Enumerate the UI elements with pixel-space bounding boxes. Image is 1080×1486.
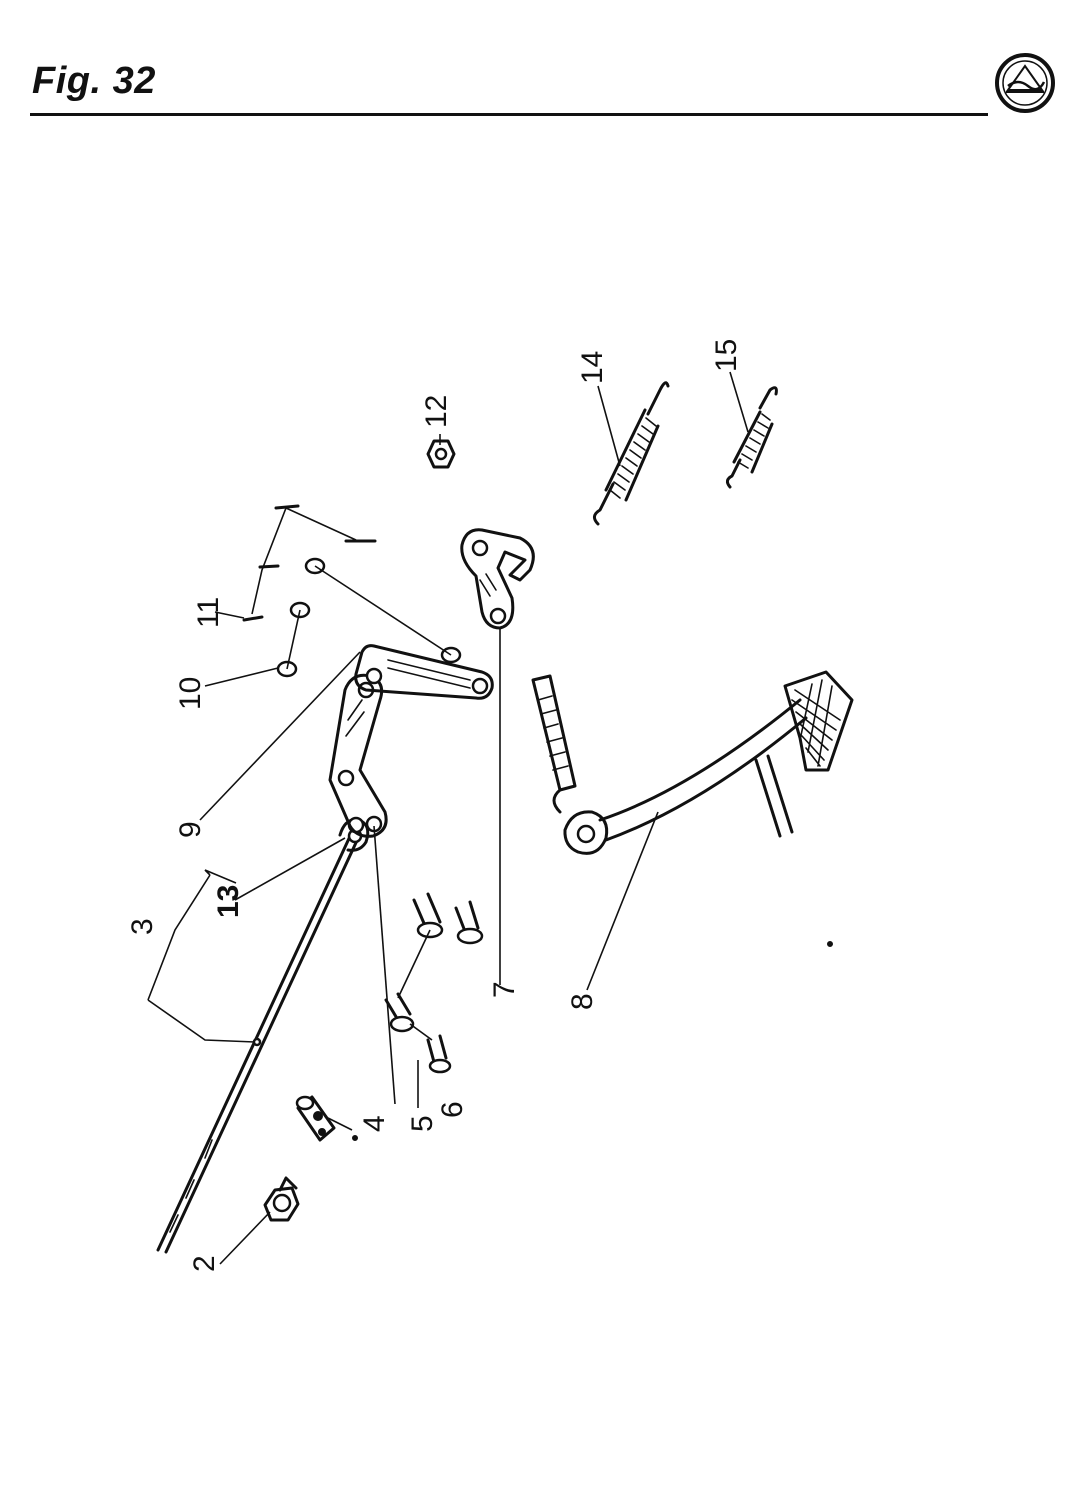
callout-5: 5 (406, 1115, 439, 1132)
callout-7: 7 (488, 981, 521, 998)
callout-11: 11 (192, 597, 225, 628)
callout-6: 6 (436, 1101, 469, 1118)
manufacturer-logo-icon (995, 53, 1055, 113)
figure-title: Fig. 32 (32, 60, 156, 102)
callout-10: 10 (174, 677, 207, 710)
callout-3: 3 (126, 918, 159, 935)
part-10-washers (276, 557, 462, 678)
callout-2: 2 (188, 1255, 221, 1272)
callout-15: 15 (710, 339, 743, 372)
callout-4: 4 (358, 1115, 391, 1132)
part-6-clevis-pins (384, 892, 484, 1074)
part-8-brake-pedal (531, 670, 854, 855)
part-11-split-pins (242, 504, 377, 622)
part-12-nut (426, 439, 456, 469)
stray-dot (827, 941, 833, 947)
part-5-bell-crank (328, 673, 388, 838)
part-14-spring (593, 381, 670, 526)
part-15-spring (725, 386, 778, 489)
bracket-3 (204, 869, 237, 884)
callout-12: 12 (420, 395, 453, 428)
part-4-trunnion (295, 1095, 336, 1142)
header-rule (30, 113, 988, 116)
part-3-control-rod (156, 816, 370, 1254)
stray-dot (352, 1135, 358, 1141)
part-7-lever-plate (460, 528, 535, 630)
callout-13: 13 (212, 885, 245, 918)
callout-8: 8 (566, 993, 599, 1010)
part-2-adjusting-nut (263, 1176, 300, 1222)
callout-14: 14 (576, 351, 609, 384)
callout-9: 9 (174, 821, 207, 838)
part-9-link-plate (354, 644, 494, 700)
leader-lines (147, 371, 749, 1265)
